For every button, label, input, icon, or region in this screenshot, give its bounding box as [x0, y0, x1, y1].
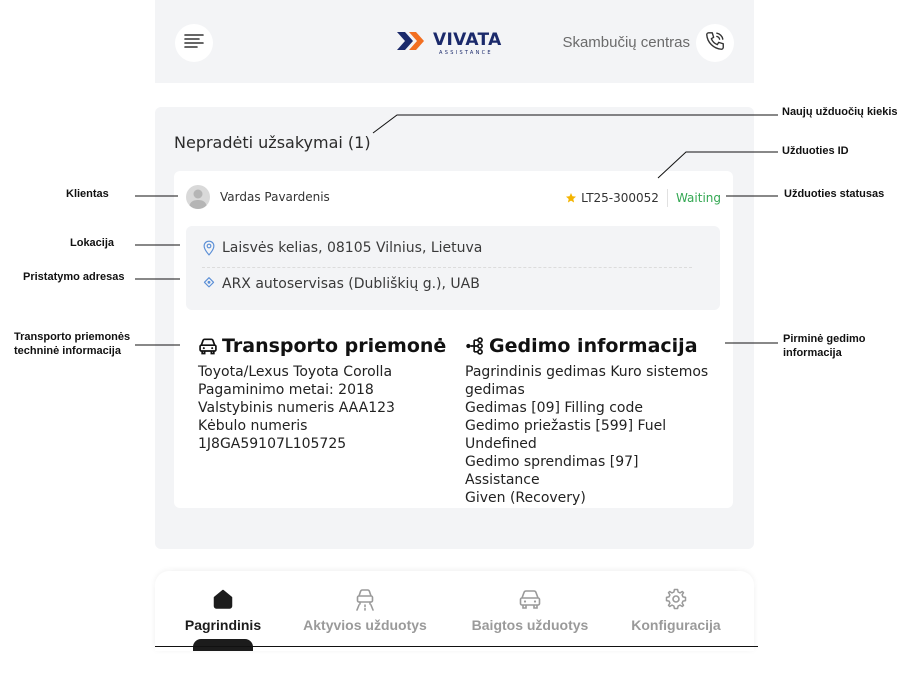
logo-text: VIVATA — [433, 30, 502, 50]
location-row: Laisvės kelias, 08105 Vilnius, Lietuva — [202, 240, 482, 256]
annotation-vehicle-info: Transporto priemonės techninė informacij… — [14, 330, 130, 358]
nav-label-settings: Konfiguracija — [631, 617, 721, 633]
logo-subtext: ASSISTANCE — [439, 50, 493, 56]
vehicle-heading: Transporto priemonė — [198, 333, 448, 359]
active-tab-indicator — [193, 639, 253, 651]
fault-line: gedimas — [465, 382, 525, 398]
status-badge: Waiting — [675, 191, 721, 205]
car-road-icon — [295, 587, 435, 611]
phone-icon — [704, 30, 726, 56]
fault-line: Pagrindinis gedimas Kuro sistemos — [465, 364, 709, 380]
app-header: VIVATA ASSISTANCE Skambučių centras — [155, 0, 754, 83]
orders-panel: Nepradėti užsakymai (1) Vardas Pavardeni… — [155, 107, 754, 549]
home-icon — [153, 587, 293, 611]
vehicle-line: Pagaminimo metai: 2018 — [198, 382, 374, 398]
call-center-button[interactable] — [696, 24, 734, 62]
vehicle-line: 1J8GA59107L105725 — [198, 436, 347, 452]
hamburger-icon — [184, 33, 204, 53]
logo-chevron-icon — [397, 32, 424, 50]
vehicle-line: Toyota/Lexus Toyota Corolla — [198, 364, 393, 380]
nav-item-settings[interactable]: Konfiguracija — [606, 587, 746, 633]
location-pin-icon — [202, 240, 216, 256]
user-icon — [189, 189, 207, 209]
fault-info: Gedimo informacija Pagrindinis gedimas K… — [465, 333, 715, 507]
fault-heading-text: Gedimo informacija — [489, 335, 698, 357]
annotation-location: Lokacija — [70, 237, 115, 249]
fault-line: Gedimo sprendimas [97] Assistance — [465, 454, 639, 488]
address-divider — [202, 267, 692, 268]
fault-line: Undefined — [465, 436, 537, 452]
gear-icon — [606, 587, 746, 611]
meta-divider — [666, 189, 668, 207]
vehicle-info: Transporto priemonė Toyota/Lexus Toyota … — [198, 333, 448, 453]
nav-item-finished-tasks[interactable]: Baigtos užduotys — [460, 587, 600, 633]
annotation-task-id: Užduoties ID — [782, 145, 849, 157]
bottom-navigation: Pagrindinis Aktyvios užduotys Baigtos už… — [155, 571, 754, 651]
car-icon — [460, 587, 600, 611]
vehicle-heading-text: Transporto priemonė — [222, 335, 447, 357]
fault-line: Gedimas [09] Filling code — [465, 400, 643, 416]
location-text: Laisvės kelias, 08105 Vilnius, Lietuva — [222, 240, 483, 256]
annotation-client: Klientas — [66, 188, 109, 200]
annotation-delivery-address: Pristatymo adresas — [23, 271, 125, 283]
annotation-vehicle-info-line-2: techninė informacija — [14, 345, 121, 357]
destination-pin-icon — [202, 276, 216, 292]
diagram-icon — [465, 336, 485, 356]
order-card[interactable]: Vardas Pavardenis LT25-300052 Waiting — [174, 171, 733, 508]
nav-item-active-tasks[interactable]: Aktyvios užduotys — [295, 587, 435, 633]
delivery-address-text: ARX autoservisas (Dubliškių g.), UAB — [222, 276, 480, 292]
vehicle-details: Toyota/Lexus Toyota Corolla Pagaminimo m… — [198, 363, 448, 453]
fault-line: Gedimo priežastis [599] Fuel — [465, 418, 667, 434]
client-row: Vardas Pavardenis — [186, 184, 330, 210]
star-icon — [565, 192, 577, 204]
annotation-task-status: Užduoties statusas — [784, 188, 885, 200]
annotation-fault-info-line-2: informacija — [783, 347, 842, 359]
section-title-new-orders: Nepradėti užsakymai (1) — [174, 133, 371, 152]
fault-heading: Gedimo informacija — [465, 333, 715, 359]
task-meta: LT25-300052 Waiting — [565, 189, 721, 207]
call-center-label[interactable]: Skambučių centras — [562, 34, 690, 51]
car-icon — [198, 336, 218, 356]
annotation-new-tasks-count: Naujų užduočių kiekis — [782, 106, 898, 118]
annotation-vehicle-info-line-1: Transporto priemonės — [14, 331, 131, 343]
nav-item-home[interactable]: Pagrindinis — [153, 587, 293, 633]
nav-label-home: Pagrindinis — [184, 617, 262, 633]
vehicle-line: Kėbulo numeris — [198, 418, 308, 434]
bottom-divider — [155, 646, 758, 647]
annotation-fault-info: Pirminė gedimo informacija — [783, 332, 866, 360]
annotation-fault-info-line-1: Pirminė gedimo — [783, 333, 866, 345]
nav-label-finished-tasks: Baigtos užduotys — [471, 617, 589, 633]
address-box: Laisvės kelias, 08105 Vilnius, Lietuva A… — [186, 226, 720, 310]
avatar — [186, 185, 210, 209]
fault-details: Pagrindinis gedimas Kuro sistemos gedima… — [465, 363, 715, 507]
vivata-logo: VIVATA ASSISTANCE — [395, 28, 515, 58]
nav-label-active-tasks: Aktyvios užduotys — [303, 617, 427, 633]
task-id: LT25-300052 — [581, 191, 659, 205]
client-name: Vardas Pavardenis — [220, 190, 330, 204]
vehicle-line: Valstybinis numeris AAA123 — [198, 400, 395, 416]
delivery-address-row: ARX autoservisas (Dubliškių g.), UAB — [202, 276, 480, 292]
fault-line: Given (Recovery) — [465, 490, 586, 506]
menu-button[interactable] — [175, 24, 213, 62]
